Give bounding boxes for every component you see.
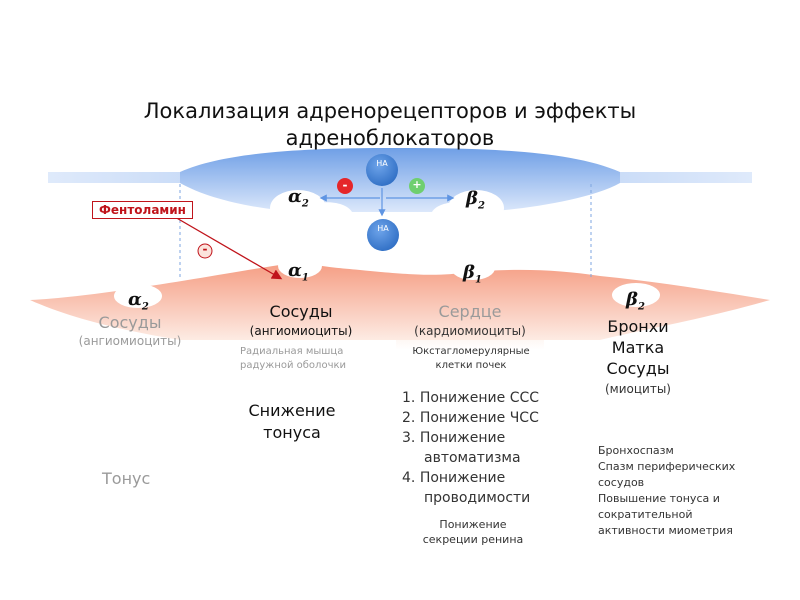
receptor-beta2-tissue: β2 bbox=[626, 289, 645, 313]
tissue-alpha2-cells: (ангиомиоциты) bbox=[60, 334, 200, 348]
drug-label-phentolamine: Фентоламин bbox=[92, 201, 193, 219]
na-label-bottom: НА bbox=[373, 224, 393, 234]
tissue-beta2-cells: (миоциты) bbox=[578, 382, 698, 396]
presynaptic-receptor-beta2: β2 bbox=[466, 188, 485, 212]
na-label-top: НА bbox=[372, 159, 392, 169]
presynaptic-receptor-alpha2: α2 bbox=[288, 186, 309, 210]
effect-alpha1: Снижение тонуса bbox=[232, 400, 352, 444]
minus-sign: - bbox=[338, 178, 352, 192]
plus-sign: + bbox=[410, 178, 424, 191]
beta2-effect-line: Бронхоспазм bbox=[598, 443, 735, 459]
tissue-beta2: Бронхи Матка Сосуды (миоциты) bbox=[578, 316, 698, 396]
receptor-alpha2-tissue: α2 bbox=[128, 289, 149, 313]
tissue-alpha2-name: Сосуды bbox=[60, 313, 200, 332]
receptor-beta1: β1 bbox=[463, 262, 482, 286]
beta1-effect-item: 3. Понижение bbox=[402, 428, 539, 448]
title-line-1: Локализация адренорецепторов и эффекты bbox=[100, 98, 680, 125]
tissue-alpha1-name: Сосуды bbox=[226, 302, 376, 321]
beta1-effect-item-cont: проводимости bbox=[402, 488, 539, 508]
beta2-effect-line: Спазм периферических bbox=[598, 459, 735, 475]
tissue-beta1-name: Сердце bbox=[396, 302, 544, 321]
beta1-effect-item: 1. Понижение ССС bbox=[402, 388, 539, 408]
tissue-beta1: Сердце (кардиомиоциты) bbox=[396, 302, 544, 338]
beta2-effects: Бронхоспазм Спазм периферических сосудов… bbox=[598, 443, 735, 539]
beta2-effect-line: сократительной bbox=[598, 507, 735, 523]
beta1-effect-item: 2. Понижение ЧСС bbox=[402, 408, 539, 428]
effect-alpha2-tone: Тонус bbox=[102, 469, 150, 488]
receptor-alpha1: α1 bbox=[288, 260, 309, 284]
tissue-beta2-name-1: Бронхи bbox=[578, 316, 698, 337]
renin-effect: Понижение секреции ренина bbox=[408, 517, 538, 547]
beta1-effects-list: 1. Понижение ССС 2. Понижение ЧСС 3. Пон… bbox=[402, 388, 539, 508]
tissue-alpha2: Сосуды (ангиомиоциты) bbox=[60, 313, 200, 348]
beta1-effect-item-cont: автоматизма bbox=[402, 448, 539, 468]
drug-minus-sign: - bbox=[199, 242, 211, 256]
tissue-beta1-cells: (кардиомиоциты) bbox=[396, 324, 544, 338]
beta2-effect-line: Повышение тонуса и bbox=[598, 491, 735, 507]
tissue-beta2-name-3: Сосуды bbox=[578, 358, 698, 379]
title-line-2: адреноблокаторов bbox=[100, 125, 680, 152]
tissue-alpha1-note: Радиальная мышца радужной оболочки bbox=[240, 345, 346, 373]
tissue-alpha1: Сосуды (ангиомиоциты) bbox=[226, 302, 376, 338]
beta2-effect-line: сосудов bbox=[598, 475, 735, 491]
tissue-alpha1-cells: (ангиомиоциты) bbox=[226, 324, 376, 338]
nerve-terminal bbox=[180, 148, 620, 212]
beta1-effect-item: 4. Понижение bbox=[402, 468, 539, 488]
beta2-effect-line: активности миометрия bbox=[598, 523, 735, 539]
drug-block-arrow bbox=[168, 213, 280, 278]
tissue-beta1-note: Юкстагломерулярные клетки почек bbox=[396, 345, 546, 373]
page-title: Локализация адренорецепторов и эффекты а… bbox=[100, 98, 680, 152]
tissue-beta2-name-2: Матка bbox=[578, 337, 698, 358]
